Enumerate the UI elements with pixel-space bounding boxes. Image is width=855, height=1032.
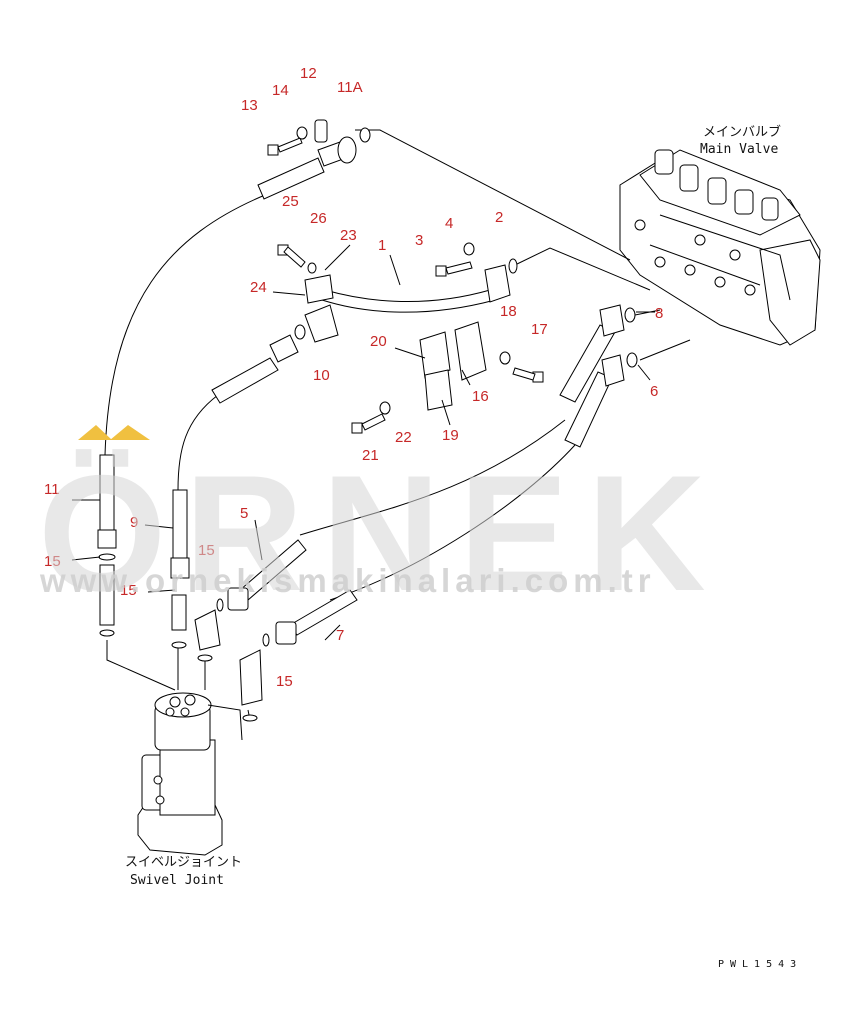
- swivel-joint-label-en: Swivel Joint: [130, 873, 224, 888]
- clamp-24: [304, 274, 334, 304]
- watermark-accent-right: [110, 425, 150, 440]
- callout-15-b: 15: [120, 582, 137, 599]
- callout-5: 5: [240, 505, 248, 522]
- bolt-3: [435, 261, 473, 277]
- main-valve-assembly: [619, 149, 821, 346]
- hose-8: [559, 304, 636, 403]
- upper-hose-11: [257, 127, 371, 200]
- washer-4: [463, 242, 475, 256]
- callout-15-d: 15: [276, 673, 293, 690]
- callout-11: 11: [44, 481, 60, 498]
- callout-6: 6: [650, 383, 658, 400]
- callouts: 1 2 3 4 5 6 7 8 9 10 11 11A 12 13 14 15 …: [44, 65, 663, 690]
- main-valve-label-en: Main Valve: [700, 142, 778, 157]
- washer-14: [296, 126, 308, 140]
- callout-15-c: 15: [198, 542, 215, 559]
- callout-8: 8: [655, 305, 663, 322]
- callout-20: 20: [370, 333, 387, 350]
- watermark: ÖRNEK www.ornekismakinalari.com.tr: [38, 425, 724, 625]
- hose-10: [211, 324, 306, 404]
- bracket-16-19-20: [419, 321, 487, 411]
- callout-23: 23: [340, 227, 357, 244]
- callout-24: 24: [250, 279, 267, 296]
- callout-25: 25: [282, 193, 299, 210]
- washer-22: [379, 401, 391, 415]
- callout-14: 14: [272, 82, 289, 99]
- adapters-15: [98, 553, 270, 722]
- swivel-joint-label-jp: スイベルジョイント: [125, 855, 242, 870]
- leader-lines: [71, 244, 655, 641]
- callout-16: 16: [472, 388, 489, 405]
- tube-1: [304, 264, 511, 343]
- callout-10: 10: [313, 367, 330, 384]
- callout-3: 3: [415, 232, 423, 249]
- callout-11a: 11A: [337, 79, 363, 96]
- hose-5: [227, 539, 307, 611]
- callout-12: 12: [300, 65, 317, 82]
- hose-7: [275, 589, 358, 645]
- bolt-21: [351, 413, 386, 434]
- callout-9: 9: [130, 514, 138, 531]
- callout-19: 19: [442, 427, 459, 444]
- callout-1: 1: [378, 237, 386, 254]
- watermark-url: www.ornekismakinalari.com.tr: [39, 562, 656, 599]
- o-ring-2: [508, 258, 518, 274]
- bolt-17: [512, 367, 544, 383]
- half-clamp-12: [314, 119, 328, 143]
- watermark-accent-left: [78, 425, 112, 440]
- hose-6: [564, 352, 638, 448]
- callout-18: 18: [500, 303, 517, 320]
- main-valve-label-jp: メインバルブ: [703, 124, 781, 140]
- callout-22: 22: [395, 429, 412, 446]
- bolt-25: [277, 244, 306, 268]
- callout-7: 7: [336, 627, 344, 644]
- washer-18: [499, 351, 511, 365]
- callout-15-a: 15: [44, 553, 61, 570]
- callout-26: 26: [310, 210, 327, 227]
- hose-routing: [104, 129, 691, 741]
- watermark-brand: ÖRNEK: [38, 441, 724, 625]
- callout-13: 13: [241, 97, 258, 114]
- drawing-code: PWL1543: [718, 959, 802, 970]
- hose-9-vertical: [170, 489, 190, 579]
- hose-11-vertical: [97, 454, 117, 549]
- washer-26: [307, 262, 317, 274]
- bolt-13: [267, 137, 303, 156]
- callout-21: 21: [362, 447, 379, 464]
- callout-17: 17: [531, 321, 548, 338]
- callout-4: 4: [445, 215, 453, 232]
- swivel-joint: [137, 692, 223, 856]
- callout-2: 2: [495, 209, 503, 226]
